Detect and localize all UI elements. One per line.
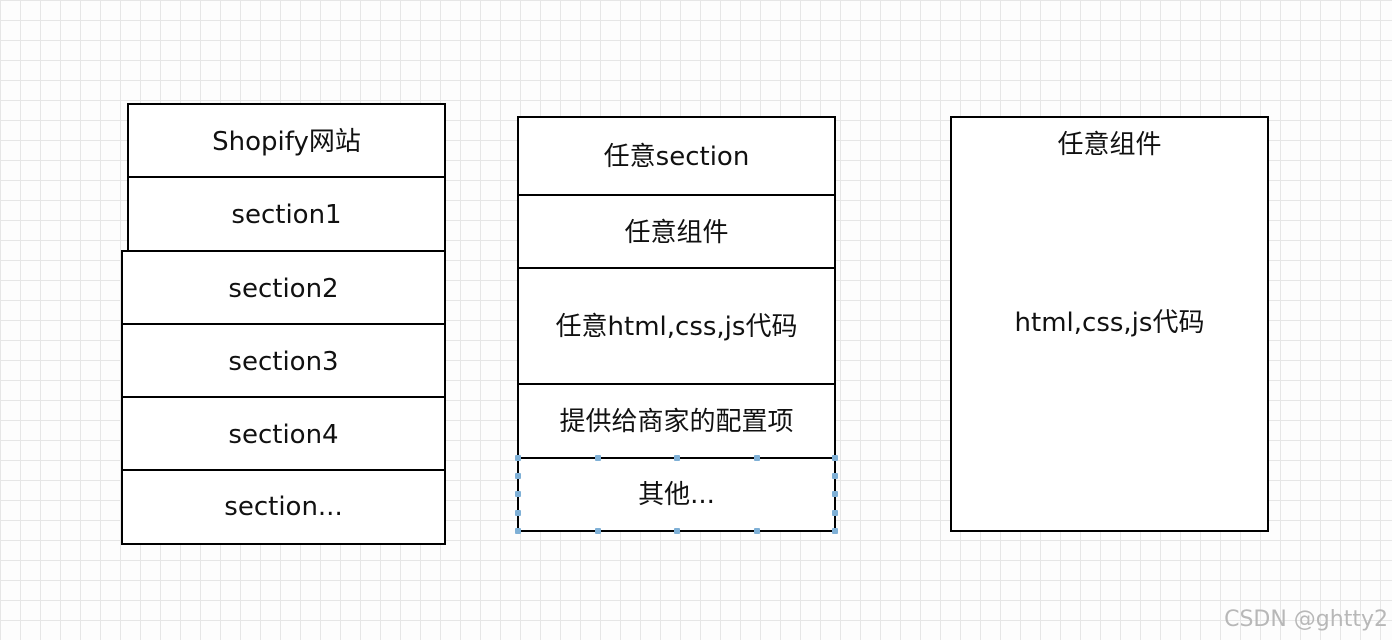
shopify-site-label: Shopify网站 <box>212 126 361 157</box>
selection-handle[interactable] <box>515 455 521 461</box>
selection-handle[interactable] <box>832 473 838 479</box>
any-component-box: 任意组件 <box>517 194 836 269</box>
selection-handle[interactable] <box>832 510 838 516</box>
any-component-label: 任意组件 <box>624 217 729 248</box>
component-title: 任意组件 <box>1057 130 1162 160</box>
merchant-config-label: 提供给商家的配置项 <box>559 407 794 437</box>
merchant-config-box: 提供给商家的配置项 <box>517 383 836 459</box>
section3-box: section3 <box>121 323 446 398</box>
component-body: html,css,js代码 <box>1014 308 1205 338</box>
any-code-label: 任意html,css,js代码 <box>555 312 798 342</box>
section4-box: section4 <box>121 396 446 471</box>
section-more-box: section... <box>121 469 446 545</box>
selection-handle[interactable] <box>674 528 680 534</box>
selection-handle[interactable] <box>515 491 521 497</box>
section4-label: section4 <box>228 419 339 450</box>
other-label: 其他... <box>638 479 715 510</box>
selection-handle[interactable] <box>515 473 521 479</box>
selection-handle[interactable] <box>754 528 760 534</box>
section1-box: section1 <box>127 176 446 251</box>
section1-label: section1 <box>231 199 342 230</box>
selection-handle[interactable] <box>595 455 601 461</box>
selection-handle[interactable] <box>515 528 521 534</box>
selection-handle[interactable] <box>754 455 760 461</box>
component-box: 任意组件 html,css,js代码 <box>950 116 1269 532</box>
selection-handle[interactable] <box>515 510 521 516</box>
any-section-box: 任意section <box>517 116 836 196</box>
section2-label: section2 <box>228 273 339 304</box>
section3-label: section3 <box>228 346 339 377</box>
selection-handle[interactable] <box>832 528 838 534</box>
section2-box: section2 <box>121 250 446 325</box>
other-box[interactable]: 其他... <box>517 457 836 532</box>
selection-handle[interactable] <box>595 528 601 534</box>
watermark: CSDN @ghtty2 <box>1224 607 1388 632</box>
shopify-site-box: Shopify网站 <box>127 103 446 178</box>
any-section-label: 任意section <box>603 142 750 172</box>
any-code-box: 任意html,css,js代码 <box>517 267 836 385</box>
selection-handle[interactable] <box>832 455 838 461</box>
section-more-label: section... <box>224 492 343 522</box>
selection-handle[interactable] <box>832 491 838 497</box>
selection-handle[interactable] <box>674 455 680 461</box>
